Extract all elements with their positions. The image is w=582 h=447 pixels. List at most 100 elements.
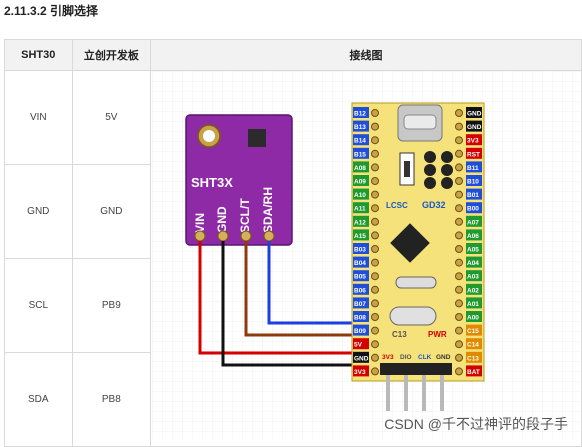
- board-pin-left-tag: [353, 229, 370, 241]
- board-pin-right-tag: [466, 229, 483, 241]
- debug-label-3v3: 3V3: [382, 354, 394, 361]
- board-pin-left-pad: [371, 136, 380, 145]
- wire-vin: [198, 241, 353, 355]
- header-diagram: 接线图: [150, 39, 582, 71]
- board-pin-right-tag: [466, 147, 483, 159]
- board-pin-left-tag: [353, 188, 370, 200]
- board-pin-left-label: A08: [354, 165, 366, 172]
- board-pin-left-label: GND: [354, 355, 369, 362]
- debug-label-gnd: GND: [436, 354, 451, 361]
- board-pin-right-tag: [466, 161, 483, 173]
- sensor-pin-cell: SCL: [4, 258, 73, 353]
- board-pin-right-label: A06: [467, 233, 479, 240]
- board-pin-left-pad: [371, 177, 380, 185]
- board-pin-right-label: C15: [467, 328, 479, 335]
- board-pin-right-label: A04: [467, 260, 479, 267]
- board-pin-right-tag: [466, 311, 483, 322]
- board-pin-left-label: A10: [354, 192, 366, 199]
- board-pin-left-label: 3V3: [354, 369, 366, 376]
- board-pin-left-pad: [371, 245, 380, 253]
- sensor-chip-icon: [248, 129, 267, 147]
- board-pin-left-tag: [353, 147, 370, 159]
- board-pin-right-pad: [455, 149, 464, 158]
- board-brand: LCSC: [386, 201, 408, 210]
- board-pin-left-tag: [353, 365, 370, 377]
- board-pin-left-label: B03: [354, 247, 366, 254]
- board-pin-left-pad: [371, 122, 380, 131]
- table-header-row: SHT30 立创开发板 接线图: [4, 39, 582, 71]
- sensor-label: SHT3X: [191, 175, 233, 190]
- debug-label-dio: DIO: [400, 354, 412, 361]
- board-pin-right-label: GND: [467, 111, 482, 118]
- board-pin-right-label: A02: [467, 287, 479, 294]
- mcu-chip-icon: [390, 223, 430, 263]
- board-pin-left-label: B07: [354, 301, 366, 308]
- board-pin-right-label: C14: [467, 342, 479, 349]
- board-pin-left-label: B15: [354, 151, 366, 158]
- board-pin-right-label: B00: [467, 206, 479, 213]
- board-pin-right-pad: [455, 340, 464, 349]
- board-pin-right-pad: [455, 109, 464, 117]
- board-pin-right-tag: [466, 270, 483, 282]
- board-pin-left-label: 5V: [354, 342, 363, 349]
- board-pin-left-tag: [353, 324, 370, 336]
- board-pin-right-pad: [455, 245, 464, 253]
- board-pin-left-pad: [371, 190, 380, 199]
- board-pin-left-label: B12: [354, 111, 366, 118]
- dev-board: B12B13B14B15A08A09A10A11A12A15B03B04B05B…: [351, 102, 485, 411]
- board-pin-right-pad: [455, 367, 464, 376]
- board-pin-right-pad: [455, 217, 464, 226]
- sensor-pad-vin: [194, 230, 206, 242]
- board-pin-left-pad: [371, 367, 380, 376]
- board-pin-left-pad: [371, 299, 380, 308]
- board-pin-right-pad: [455, 231, 464, 240]
- sensor-pad-scl: [240, 230, 252, 242]
- board-pin-left-pad: [371, 285, 380, 294]
- led-label-c13: C13: [392, 330, 407, 339]
- sensor-pin-label-vin: VIN: [193, 213, 207, 233]
- board-pin-left-label: B06: [354, 287, 366, 294]
- board-pin-right-label: A01: [467, 301, 479, 308]
- board-pin-left-tag: [353, 120, 370, 132]
- wire-scl: [244, 241, 353, 337]
- board-pin-right-label: B10: [467, 179, 479, 186]
- board-pin-right-pad: [455, 353, 464, 362]
- board-pin-right-label: BAT: [467, 369, 480, 376]
- board-pin-left-pad: [371, 340, 380, 349]
- board-pin-left-tag: [353, 338, 370, 350]
- board-pin-cell: PB8: [71, 352, 152, 447]
- board-pin-right-pad: [455, 204, 464, 213]
- board-pin-right-pad: [455, 258, 464, 267]
- board-pin-right-pad: [455, 122, 464, 131]
- board-pin-left-tag: [353, 161, 370, 173]
- sensor-pin-label-gnd: GND: [215, 206, 229, 233]
- wiring-diagram-cell: SHT3X VIN GND SCL/T SDA/RH: [150, 70, 582, 447]
- board-pin-right-pad: [455, 313, 464, 321]
- board-pin-right-label: A07: [467, 219, 479, 226]
- table-row: VIN 5V SHT3X VIN GND: [4, 70, 582, 447]
- table-row: SCL PB9: [4, 258, 582, 353]
- board-model: GD32: [422, 200, 446, 210]
- board-pin-right-tag: [466, 324, 483, 336]
- sensor-pad-sda: [263, 230, 275, 242]
- board-pin-right-label: B11: [467, 165, 479, 172]
- board-pin-left-label: A11: [354, 206, 366, 213]
- board-pin-right-tag: [466, 120, 483, 132]
- board-pin-left-pad: [371, 272, 380, 281]
- board-pin-left-tag: [353, 297, 370, 309]
- board-pin-right-label: B01: [467, 192, 479, 199]
- board-pin-right-label: C13: [467, 355, 479, 362]
- board-pin-left-pad: [371, 231, 380, 240]
- board-pin-right-pad: [455, 299, 464, 308]
- board-pin-right-tag: [466, 283, 483, 295]
- board-pin-left-tag: [353, 351, 370, 363]
- board-pin-right-label: A05: [467, 247, 479, 254]
- led-label-pwr: PWR: [428, 330, 447, 339]
- header-board: 立创开发板: [71, 39, 152, 71]
- board-pin-left-pad: [371, 217, 380, 226]
- debug-header: [380, 363, 453, 375]
- board-pin-left-label: B04: [354, 260, 366, 267]
- board-pin-right-label: A00: [467, 315, 479, 322]
- board-pin-right-tag: [466, 365, 483, 377]
- board-pin-right-tag: [466, 202, 483, 214]
